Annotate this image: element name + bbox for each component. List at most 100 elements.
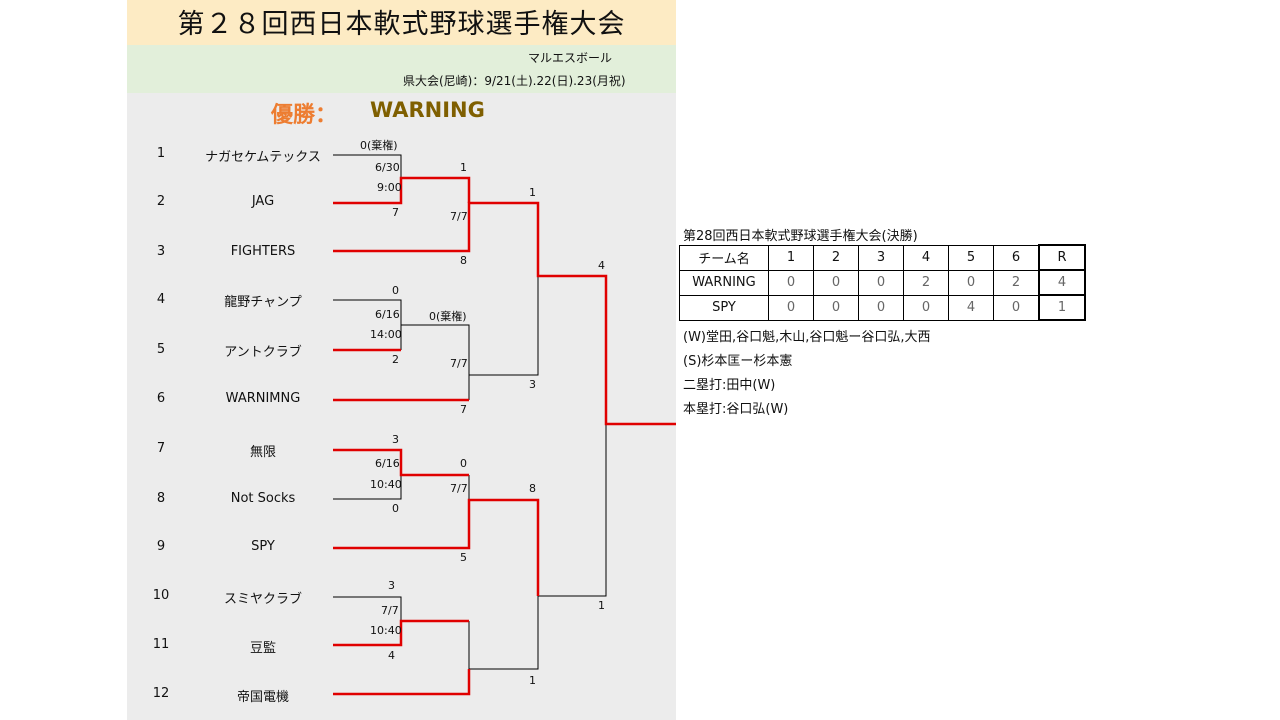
- final-box-score: チーム名 1 2 3 4 5 6 R WARNING 0 0 0 2 0 2 4…: [679, 244, 1086, 321]
- date-label: 7/7: [381, 604, 399, 617]
- bracket-line: [333, 498, 540, 596]
- score-label: 0(棄権): [429, 310, 467, 323]
- winner-paths: [333, 176, 676, 696]
- team-name: JAG: [251, 194, 275, 209]
- seed-8: 8: [156, 491, 166, 506]
- inning-cell: 0: [858, 294, 904, 321]
- header-cell: 4: [903, 244, 949, 271]
- team-name: スミヤクラブ: [223, 592, 302, 607]
- runs-cell: 4: [1038, 269, 1086, 296]
- score-label: 3: [388, 579, 395, 592]
- seed-2: 2: [156, 194, 166, 209]
- score-label: 4: [598, 259, 605, 272]
- team-name: SPY: [251, 539, 275, 554]
- bracket-line: [469, 276, 539, 376]
- seed-6: 6: [156, 391, 166, 406]
- score-label: 1: [529, 674, 536, 687]
- bracket-line: [468, 596, 539, 670]
- time-label: 9:00: [377, 181, 402, 194]
- inning-cell: 0: [858, 269, 904, 296]
- seed-7: 7: [156, 441, 166, 456]
- time-label: 10:40: [370, 624, 402, 637]
- info-band: [127, 45, 676, 93]
- inning-cell: 4: [948, 294, 994, 321]
- header-cell: R: [1038, 244, 1086, 271]
- header-cell: 6: [993, 244, 1040, 271]
- score-label: 1: [529, 186, 536, 199]
- header-cell: 2: [813, 244, 859, 271]
- header-cell: チーム名: [679, 244, 769, 271]
- inning-cell: 0: [813, 269, 859, 296]
- inning-cell: 0: [903, 294, 949, 321]
- team-name: FIGHTERS: [230, 244, 296, 259]
- inning-cell: 0: [993, 294, 1040, 321]
- bracket-line: [401, 324, 470, 375]
- team-name: 豆監: [249, 641, 276, 656]
- score-label: 3: [529, 378, 536, 391]
- score-label: 8: [460, 254, 467, 267]
- table-row: WARNING 0 0 0 2 0 2 4: [679, 269, 1086, 296]
- table-row: SPY 0 0 0 0 4 0 1: [679, 294, 1086, 321]
- date-label: 6/16: [375, 457, 400, 470]
- seed-11: 11: [152, 637, 170, 652]
- score-label: 0: [392, 502, 399, 515]
- seed-12: 12: [152, 686, 170, 701]
- score-label: 5: [460, 551, 467, 564]
- bracket-line: [538, 424, 607, 597]
- score-label: 4: [388, 649, 395, 662]
- bracket-line: [333, 669, 471, 696]
- seed-3: 3: [156, 244, 166, 259]
- bracket-line: [333, 201, 676, 426]
- inning-cell: 0: [813, 294, 859, 321]
- date-label: 6/30: [375, 161, 400, 174]
- score-label: 1: [460, 161, 467, 174]
- bracket-line: [333, 475, 402, 500]
- team-name: アントクラブ: [224, 345, 302, 360]
- team-name: 龍野チャンプ: [224, 295, 302, 310]
- score-label: 1: [598, 599, 605, 612]
- champion-team: WARNING: [370, 98, 485, 122]
- team-cell: WARNING: [679, 269, 769, 296]
- date-label: 7/7: [450, 357, 468, 370]
- runs-cell: 1: [1038, 294, 1086, 321]
- score-label: 7: [460, 403, 467, 416]
- time-label: 14:00: [370, 328, 402, 341]
- team-name: ナガセケムテックス: [205, 150, 321, 165]
- pitchers-s: (S)杉本匡ー杉本憲: [683, 354, 793, 369]
- champion-label: 優勝：: [271, 103, 338, 128]
- score-label: 0(棄権): [360, 139, 398, 152]
- inning-cell: 0: [768, 294, 814, 321]
- inning-cell: 2: [903, 269, 949, 296]
- header-cell: 5: [948, 244, 994, 271]
- table-header-row: チーム名 1 2 3 4 5 6 R: [679, 244, 1086, 271]
- time-label: 10:40: [370, 478, 402, 491]
- bracket-line: [333, 596, 402, 621]
- inning-cell: 0: [948, 269, 994, 296]
- lost-paths: [333, 154, 607, 670]
- date-label: 6/16: [375, 308, 400, 321]
- date-label: 7/7: [450, 482, 468, 495]
- pitchers-w: (W)堂田,谷口魁,木山,谷口魁ー谷口弘,大西: [683, 330, 931, 345]
- inning-cell: 2: [993, 269, 1040, 296]
- tournament-title: 第２８回西日本軟式野球選手権大会: [177, 9, 626, 40]
- bracket-line: [333, 154, 402, 178]
- title-band: [127, 0, 676, 45]
- seed-4: 4: [156, 292, 166, 307]
- sponsor-text: マルエスボール: [528, 51, 613, 65]
- bracket-line: [333, 299, 402, 325]
- seed-1: 1: [156, 146, 166, 161]
- team-name: 無限: [249, 445, 276, 460]
- header-cell: 3: [858, 244, 904, 271]
- team-cell: SPY: [679, 294, 769, 321]
- seed-5: 5: [156, 342, 166, 357]
- final-title: 第28回西日本軟式野球選手権大会(決勝): [683, 229, 918, 244]
- dates-text: 県大会(尼崎)：9/21(土).22(日).23(月祝): [403, 74, 626, 88]
- bracket-line: [333, 176, 471, 205]
- team-name: Not Socks: [230, 491, 296, 506]
- team-name: 帝国電機: [236, 690, 289, 705]
- seed-10: 10: [152, 588, 170, 603]
- seed-9: 9: [156, 539, 166, 554]
- bracket-line: [333, 448, 469, 477]
- header-cell: 1: [768, 244, 814, 271]
